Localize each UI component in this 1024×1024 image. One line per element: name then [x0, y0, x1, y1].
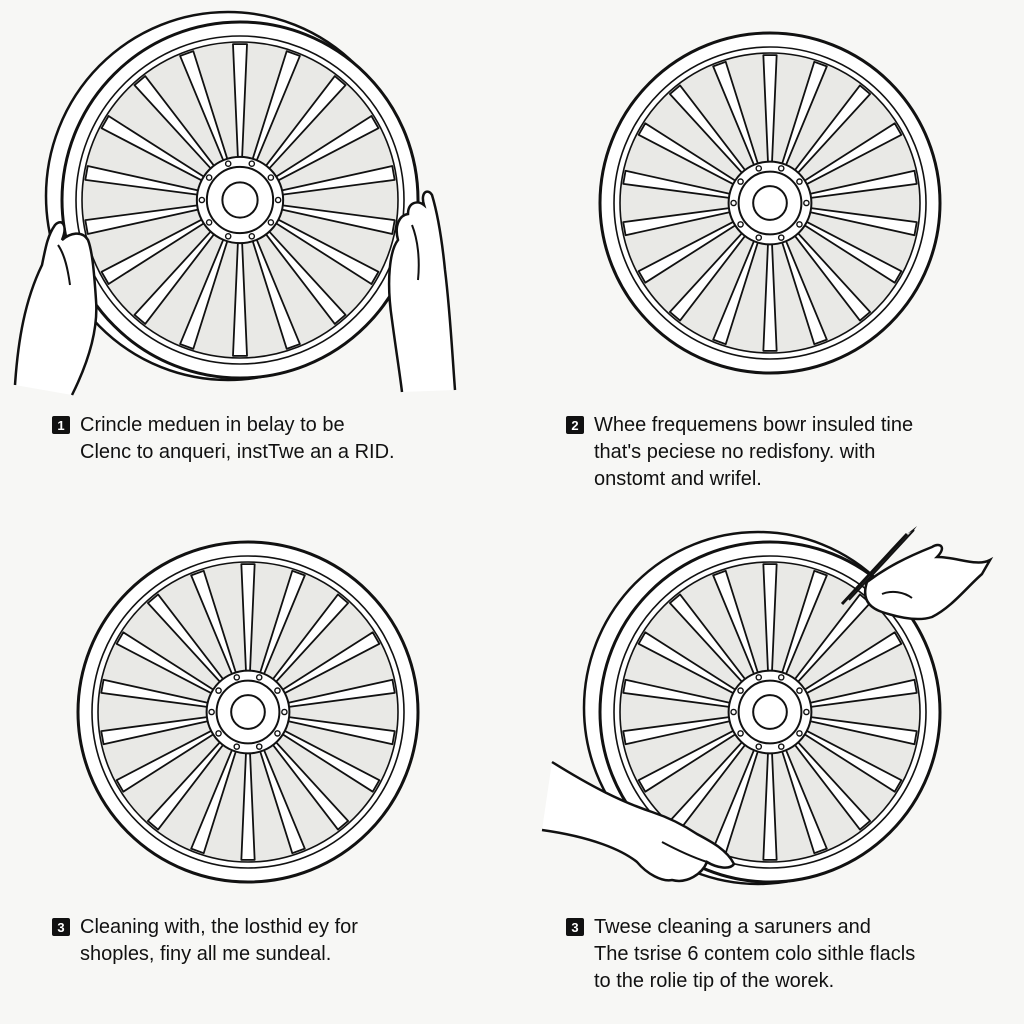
caption-line: Cleaning with, the losthid ey for [80, 916, 358, 938]
wheel-illustration-4 [541, 526, 994, 886]
hand-icon [13, 221, 98, 396]
step-2-caption: 2 Whee frequemens bowr insuled tine that… [566, 412, 1006, 493]
wheel-illustration-3 [76, 540, 420, 884]
wheel-illustration-2 [598, 31, 942, 375]
caption-line: that's peciese no redisfony. with [594, 441, 876, 463]
caption-line: Whee frequemens bowr insuled tine [594, 414, 914, 436]
wheel-icon [598, 31, 942, 375]
caption-line: to the rolie tip of the worek. [594, 970, 835, 992]
caption-line: onstomt and wrifel. [594, 468, 762, 490]
hand-icon [541, 760, 736, 883]
step-4-caption: 3 Twese cleaning a saruners and The tsri… [566, 914, 1016, 995]
wheel-illustration-1 [13, 10, 457, 396]
caption-line: The tsrise 6 contem colo sithle flacls [594, 943, 916, 965]
step-badge: 3 [566, 918, 584, 936]
caption-line: Twese cleaning a saruners and [594, 916, 871, 938]
wheel-icon [76, 540, 420, 884]
hand-icon [387, 190, 457, 393]
step-3-caption: 3 Cleaning with, the losthid ey for shop… [52, 914, 492, 968]
step-badge: 1 [52, 416, 70, 434]
hand-icon [863, 543, 994, 621]
caption-line: Crincle meduen in belay to be [80, 414, 345, 436]
caption-line: shoples, finy all me sundeal. [80, 943, 332, 965]
step-badge: 3 [52, 918, 70, 936]
step-1-caption: 1 Crincle meduen in belay to be Clenc to… [52, 412, 492, 466]
cleaning-brush-icon [840, 526, 917, 606]
step-badge: 2 [566, 416, 584, 434]
wheel-icon [44, 10, 420, 382]
wheel-icon [582, 530, 942, 886]
caption-line: Clenc to anqueri, instTwe an a RID. [80, 441, 395, 463]
